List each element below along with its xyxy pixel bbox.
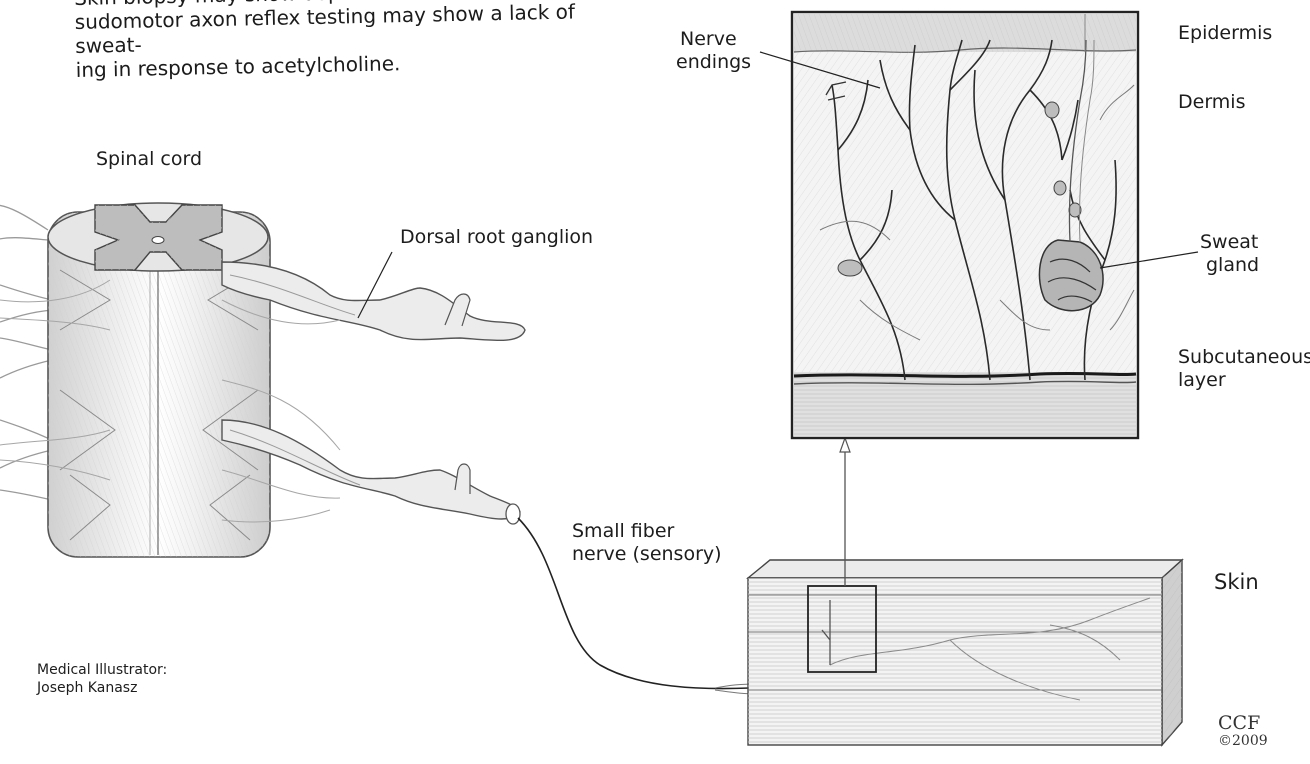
small-fiber-nerve-label-line: Small fiber xyxy=(572,520,722,543)
dorsal-root-ganglion-label: Dorsal root ganglion xyxy=(400,226,593,249)
ccf-copyright: CCF ©2009 xyxy=(1218,713,1268,749)
intro-text: Skin biopsy may show depletion of nerve … xyxy=(74,0,636,82)
spinal-cord-label: Spinal cord xyxy=(96,148,202,171)
epidermis-label: Epidermis xyxy=(1178,22,1272,45)
sweat-gland-label-line: gland xyxy=(1200,254,1259,277)
ccf-mark: CCF xyxy=(1218,713,1268,733)
small-fiber-nerve-label-line: nerve (sensory) xyxy=(572,543,722,566)
subcutaneous-layer-label: Subcutaneous layer xyxy=(1178,346,1310,392)
nerve-endings-label: Nerve endings xyxy=(676,28,751,74)
dermis-label: Dermis xyxy=(1178,91,1245,114)
subcutaneous-layer-label-line: layer xyxy=(1178,369,1310,392)
skin-block-drawing xyxy=(748,438,1182,745)
spinal-cord-drawing xyxy=(0,203,270,557)
nerve-endings-label-line: Nerve xyxy=(676,28,751,51)
skin-cross-section-drawing xyxy=(792,12,1138,438)
sweat-gland-label-line: Sweat xyxy=(1200,231,1259,254)
small-fiber-nerve-label: Small fiber nerve (sensory) xyxy=(572,520,722,566)
nerve-endings-label-line: endings xyxy=(676,51,751,74)
illustrator-credit: Medical Illustrator: Joseph Kanasz xyxy=(37,661,167,697)
subcutaneous-layer-label-line: Subcutaneous xyxy=(1178,346,1310,369)
illustrator-credit-line: Medical Illustrator: xyxy=(37,661,167,679)
sweat-gland-label: Sweat gland xyxy=(1200,231,1259,277)
illustrator-credit-line: Joseph Kanasz xyxy=(37,679,167,697)
ccf-year: ©2009 xyxy=(1218,733,1268,749)
spinal-cord-left-roots xyxy=(0,205,52,500)
skin-label: Skin xyxy=(1214,571,1259,594)
